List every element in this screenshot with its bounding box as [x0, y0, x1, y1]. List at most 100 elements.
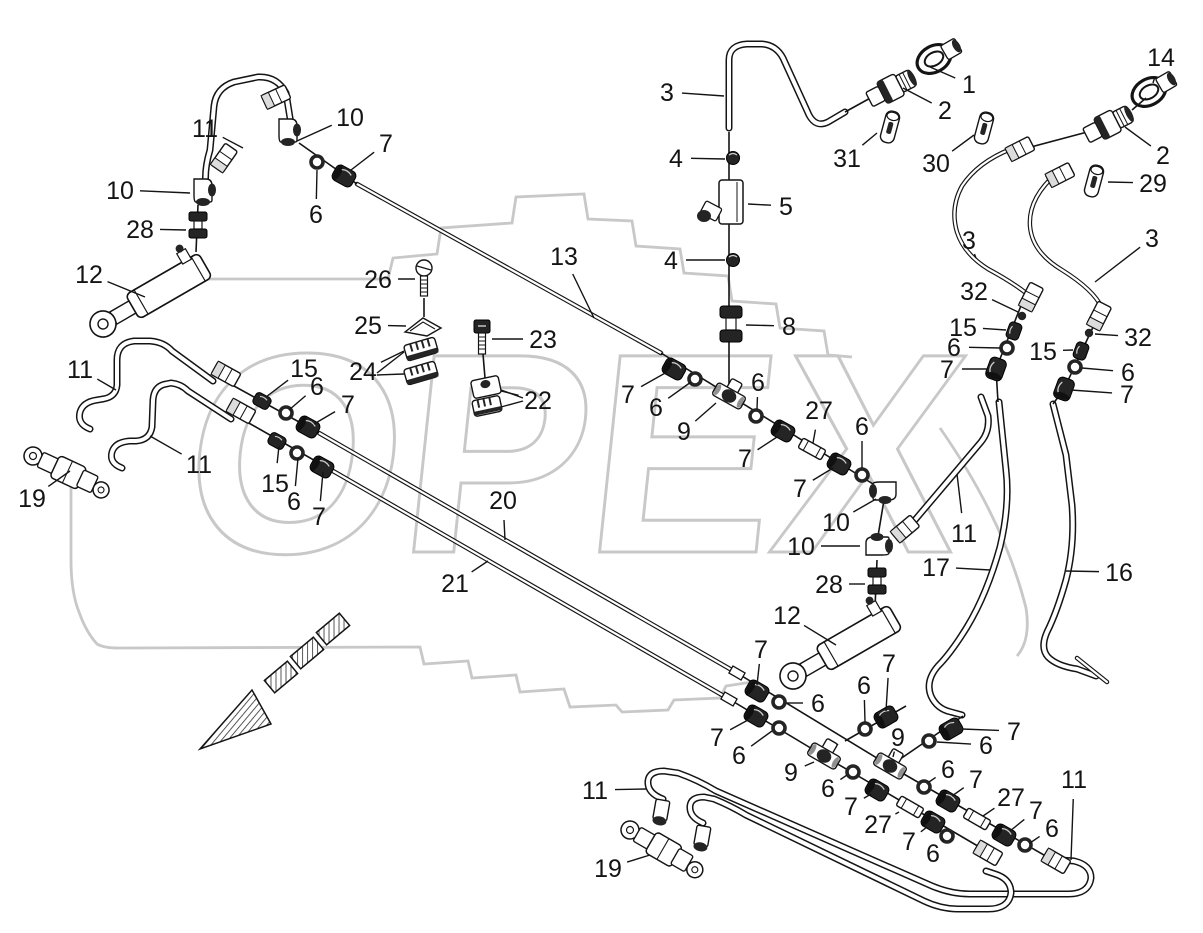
cutting-ring [748, 408, 764, 424]
hose-end-fitting [225, 397, 256, 424]
callout-label-9: 9 [784, 759, 798, 787]
callout-leader [929, 66, 956, 79]
callout-label-7: 7 [341, 391, 355, 419]
cutting-ring [687, 371, 703, 387]
hydraulic-cylinder-12a [89, 244, 212, 338]
adapter-stack [867, 567, 887, 595]
callout-leader [968, 346, 1001, 349]
elbow-end-cap [693, 824, 712, 852]
leader-line [376, 351, 405, 374]
callout-leader [294, 457, 299, 487]
cutting-ring [921, 733, 937, 749]
callout-leader [812, 429, 817, 444]
cutting-ring [845, 764, 861, 780]
cutting-ring [289, 445, 305, 461]
sleeve [963, 807, 991, 831]
dust-plug [1083, 164, 1105, 198]
cutting-ring [771, 720, 787, 736]
clamp-22-lower [471, 395, 503, 417]
clamp-half-24 [403, 360, 439, 386]
callout-label-6: 6 [855, 413, 869, 441]
callout-label-6: 6 [310, 373, 324, 401]
callout-label-11: 11 [192, 115, 218, 143]
callout-leader [471, 560, 489, 573]
dust-cap-ring [915, 38, 963, 76]
direction-arrow [197, 612, 351, 751]
union-nut [744, 679, 770, 703]
callout-label-15: 15 [290, 355, 318, 383]
callout-label-15: 15 [949, 314, 977, 342]
callout-label-24: 24 [349, 358, 377, 386]
callout-label-7: 7 [379, 130, 393, 158]
pipe-tip [720, 691, 738, 707]
callout-leader [928, 776, 937, 783]
callout-label-32: 32 [960, 278, 988, 306]
hose [645, 768, 1094, 896]
callout-leader [159, 228, 187, 231]
union-nut [331, 164, 357, 188]
pipe [953, 147, 1028, 295]
callout-label-10: 10 [336, 104, 364, 132]
hose-end-fitting [972, 839, 1003, 866]
callout-label-10: 10 [106, 177, 134, 205]
callout-label-11: 11 [67, 356, 93, 384]
callout-leader [756, 663, 761, 686]
callout-label-5: 5 [779, 193, 793, 221]
callout-label-6: 6 [309, 201, 323, 229]
dust-plug [973, 111, 995, 145]
union-nut [309, 455, 335, 479]
callout-leader [941, 838, 945, 842]
callout-leader [961, 728, 1000, 732]
seal-ring [1017, 311, 1027, 321]
callout-label-19: 19 [594, 855, 622, 883]
tee-block-5 [697, 179, 744, 225]
sleeve [896, 795, 924, 819]
pipe-tip [728, 665, 746, 681]
tee-fitting [873, 748, 907, 780]
callout-leader [895, 811, 900, 815]
callout-leader [951, 134, 975, 152]
callout-label-13: 13 [550, 243, 578, 271]
callout-label-2: 2 [1156, 142, 1170, 170]
callout-label-11: 11 [186, 451, 212, 479]
hose-end-fitting [210, 360, 241, 387]
connector-line [877, 499, 885, 537]
callout-label-7: 7 [754, 636, 768, 664]
elbow-fitting [869, 481, 897, 504]
small-nut [1005, 321, 1023, 341]
callout-label-11: 11 [1061, 766, 1087, 794]
pipe [331, 469, 731, 701]
wedge-25 [403, 317, 443, 337]
clamp-half-24 [403, 336, 439, 362]
callout-label-7: 7 [844, 793, 858, 821]
pipe [1075, 656, 1109, 684]
callout-leader [614, 788, 647, 791]
cutting-ring [1067, 359, 1083, 375]
callout-label-8: 8 [782, 313, 796, 341]
callout-label-4: 4 [664, 247, 678, 275]
callout-leader [920, 826, 928, 833]
union-nut [873, 705, 899, 729]
elbow-fitting [278, 118, 301, 146]
elbow-end-cap [652, 798, 671, 826]
seal-ring [1084, 328, 1094, 338]
hydraulic-cylinder-12b [779, 596, 902, 690]
union-nut [935, 789, 961, 813]
callout-leader [1009, 818, 1025, 832]
callout-label-14: 14 [1147, 44, 1175, 72]
callout-leader [288, 395, 307, 411]
callout-label-7: 7 [882, 650, 896, 678]
callout-leader [1107, 181, 1134, 184]
callout-label-7: 7 [621, 381, 635, 409]
cutting-ring [916, 779, 932, 795]
callout-label-17: 17 [922, 554, 950, 582]
callout-leader [694, 402, 717, 422]
callout-label-7: 7 [940, 356, 954, 384]
leader-line [500, 400, 524, 408]
callout-label-6: 6 [947, 334, 961, 362]
callout-leader [745, 324, 775, 327]
callout-label-7: 7 [902, 828, 916, 856]
dust-cap-ring [1130, 71, 1178, 109]
callout-leader [107, 280, 146, 298]
callout-label-7: 7 [1029, 797, 1043, 825]
